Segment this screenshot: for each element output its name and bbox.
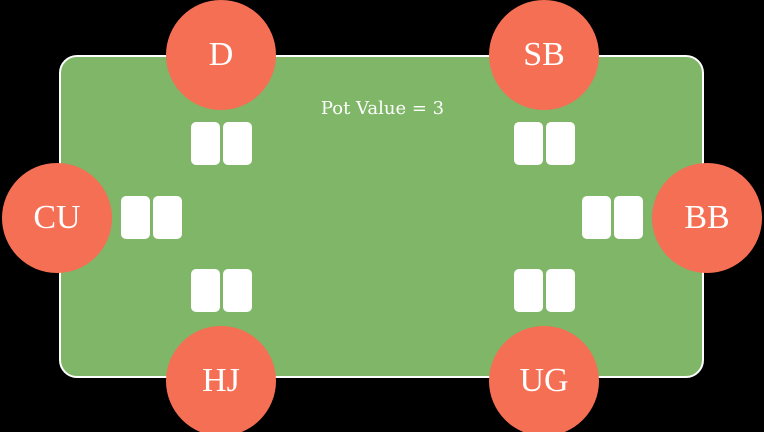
hole-cards-bb <box>582 196 644 239</box>
card-back <box>121 196 150 239</box>
hole-cards-cu <box>121 196 183 239</box>
seat-label: SB <box>523 36 565 73</box>
card-back <box>514 269 543 312</box>
seat-cutoff[interactable]: CU <box>2 163 112 273</box>
seat-small-blind[interactable]: SB <box>489 0 599 110</box>
card-back <box>546 122 575 165</box>
card-back <box>191 122 220 165</box>
card-back <box>546 269 575 312</box>
card-back <box>223 269 252 312</box>
card-back <box>153 196 182 239</box>
card-back <box>614 196 643 239</box>
seat-label: D <box>208 36 234 73</box>
card-back <box>582 196 611 239</box>
hole-cards-hj <box>191 269 253 312</box>
seat-under-the-gun[interactable]: UG <box>489 326 599 432</box>
hole-cards-sb <box>514 122 576 165</box>
seat-label: UG <box>519 362 569 399</box>
seat-dealer[interactable]: D <box>166 0 276 110</box>
hole-cards-d <box>191 122 253 165</box>
seat-big-blind[interactable]: BB <box>652 163 762 273</box>
pot-value-label: Pot Value = 3 <box>320 98 445 119</box>
seat-label: CU <box>33 199 81 236</box>
card-back <box>191 269 220 312</box>
seat-label: HJ <box>202 362 240 399</box>
seat-hijack[interactable]: HJ <box>166 326 276 432</box>
card-back <box>223 122 252 165</box>
seat-label: BB <box>684 199 730 236</box>
card-back <box>514 122 543 165</box>
hole-cards-ug <box>514 269 576 312</box>
